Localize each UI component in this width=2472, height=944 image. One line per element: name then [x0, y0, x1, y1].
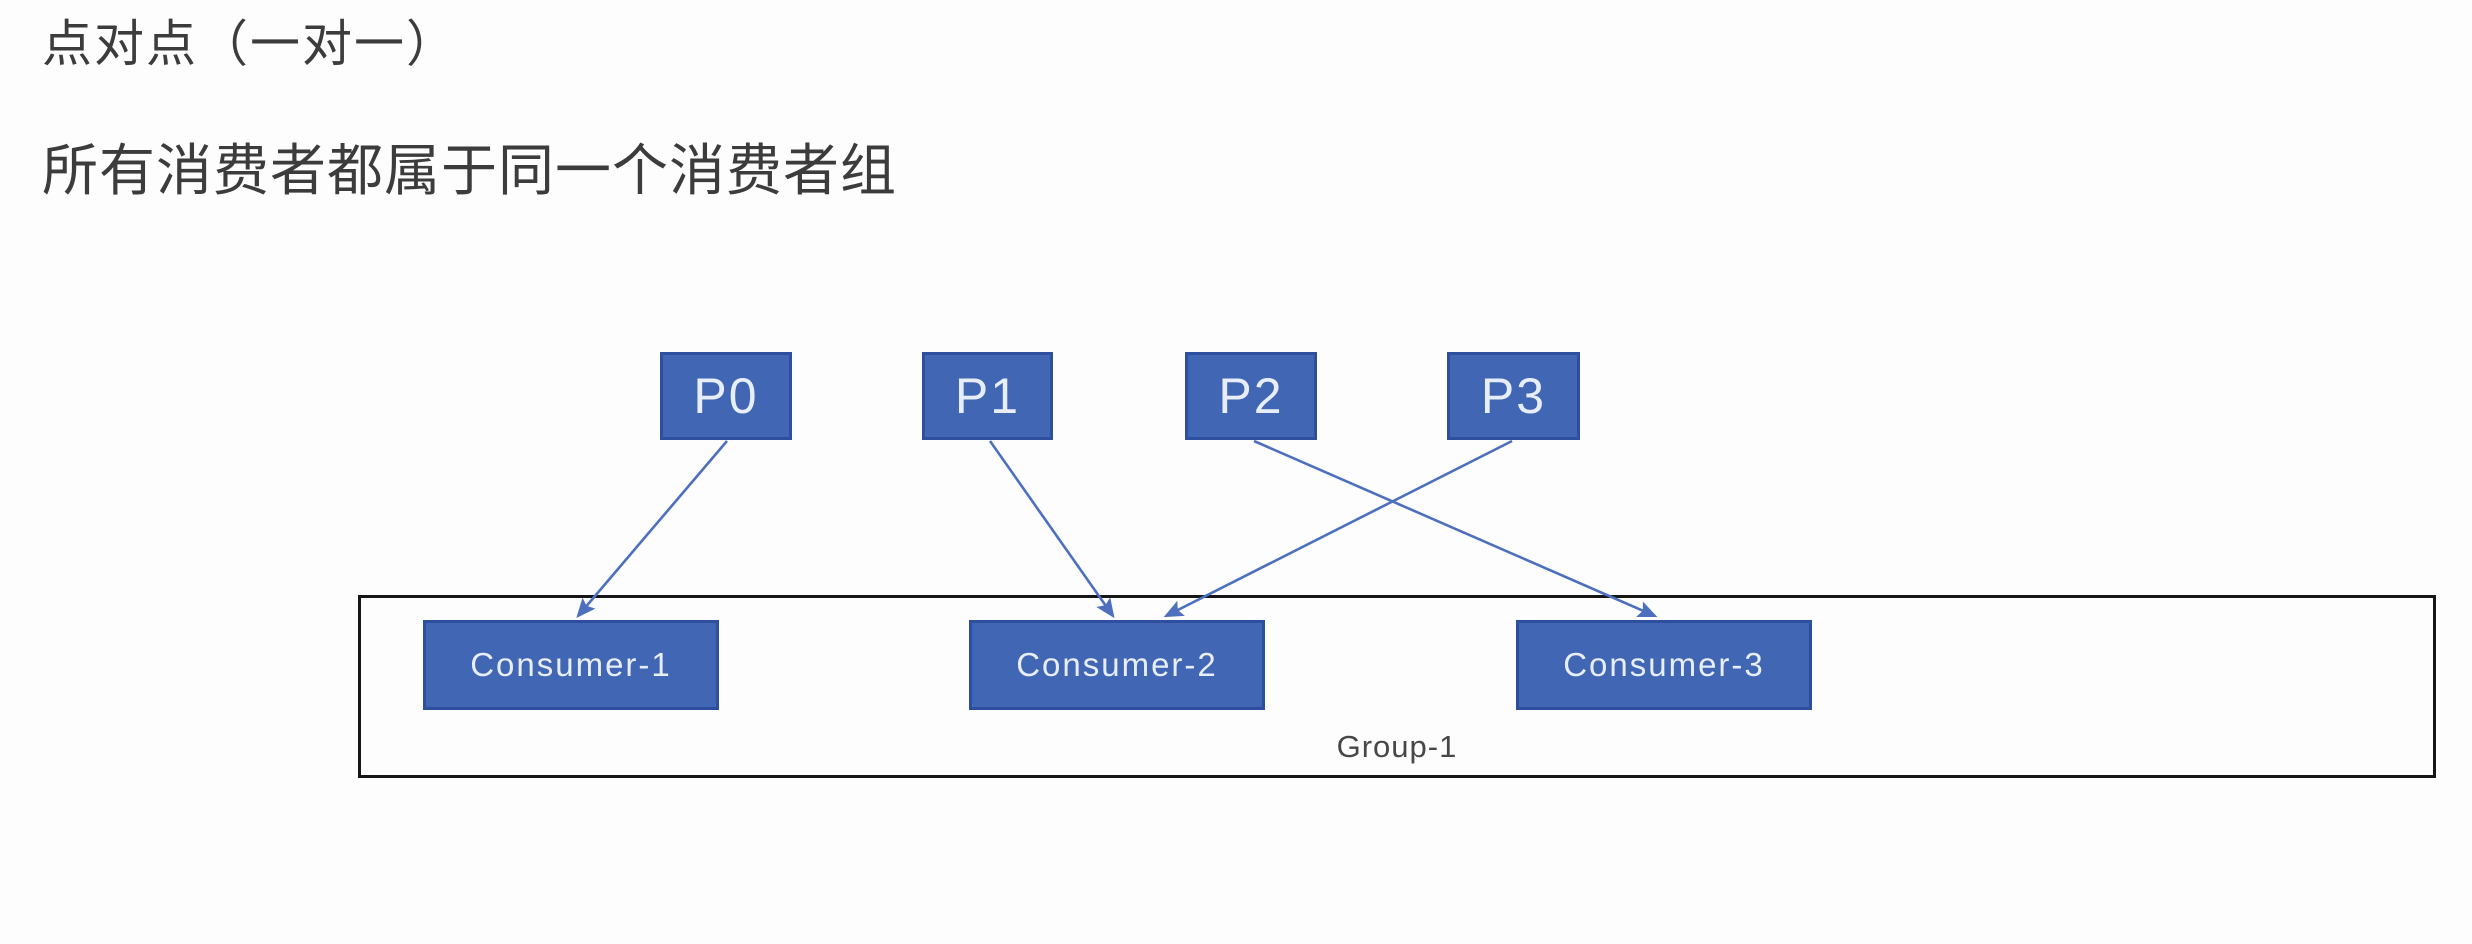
partition-node-p1: P1 — [922, 352, 1053, 440]
consumer-node-consumer-2: Consumer-2 — [969, 620, 1265, 710]
edge-p0-to-consumer-1 — [576, 440, 728, 618]
partition-label: P0 — [693, 368, 759, 424]
consumer-node-consumer-3: Consumer-3 — [1516, 620, 1812, 710]
consumer-label: Consumer-1 — [470, 646, 672, 683]
consumer-label: Consumer-3 — [1563, 646, 1765, 683]
partition-label: P3 — [1480, 368, 1547, 424]
consumer-group-label: Group-1 — [1336, 729, 1458, 764]
partition-node-p3: P3 — [1447, 352, 1580, 440]
partition-node-p2: P2 — [1185, 352, 1317, 440]
edge-lines — [576, 439, 1658, 619]
partition-node-p0: P0 — [660, 352, 792, 440]
edge-p2-to-consumer-3 — [1253, 439, 1658, 618]
consumer-label: Consumer-2 — [1016, 646, 1218, 683]
partition-label: P1 — [954, 368, 1021, 424]
consumer-node-consumer-1: Consumer-1 — [423, 620, 719, 710]
slide-subtitle: 所有消费者都属于同一个消费者组 — [42, 139, 897, 202]
edge-p3-to-consumer-2 — [1163, 439, 1513, 618]
edge-p1-to-consumer-2 — [988, 440, 1115, 619]
slide-title: 点对点（一对一） — [42, 16, 458, 72]
partition-label: P2 — [1218, 368, 1284, 424]
